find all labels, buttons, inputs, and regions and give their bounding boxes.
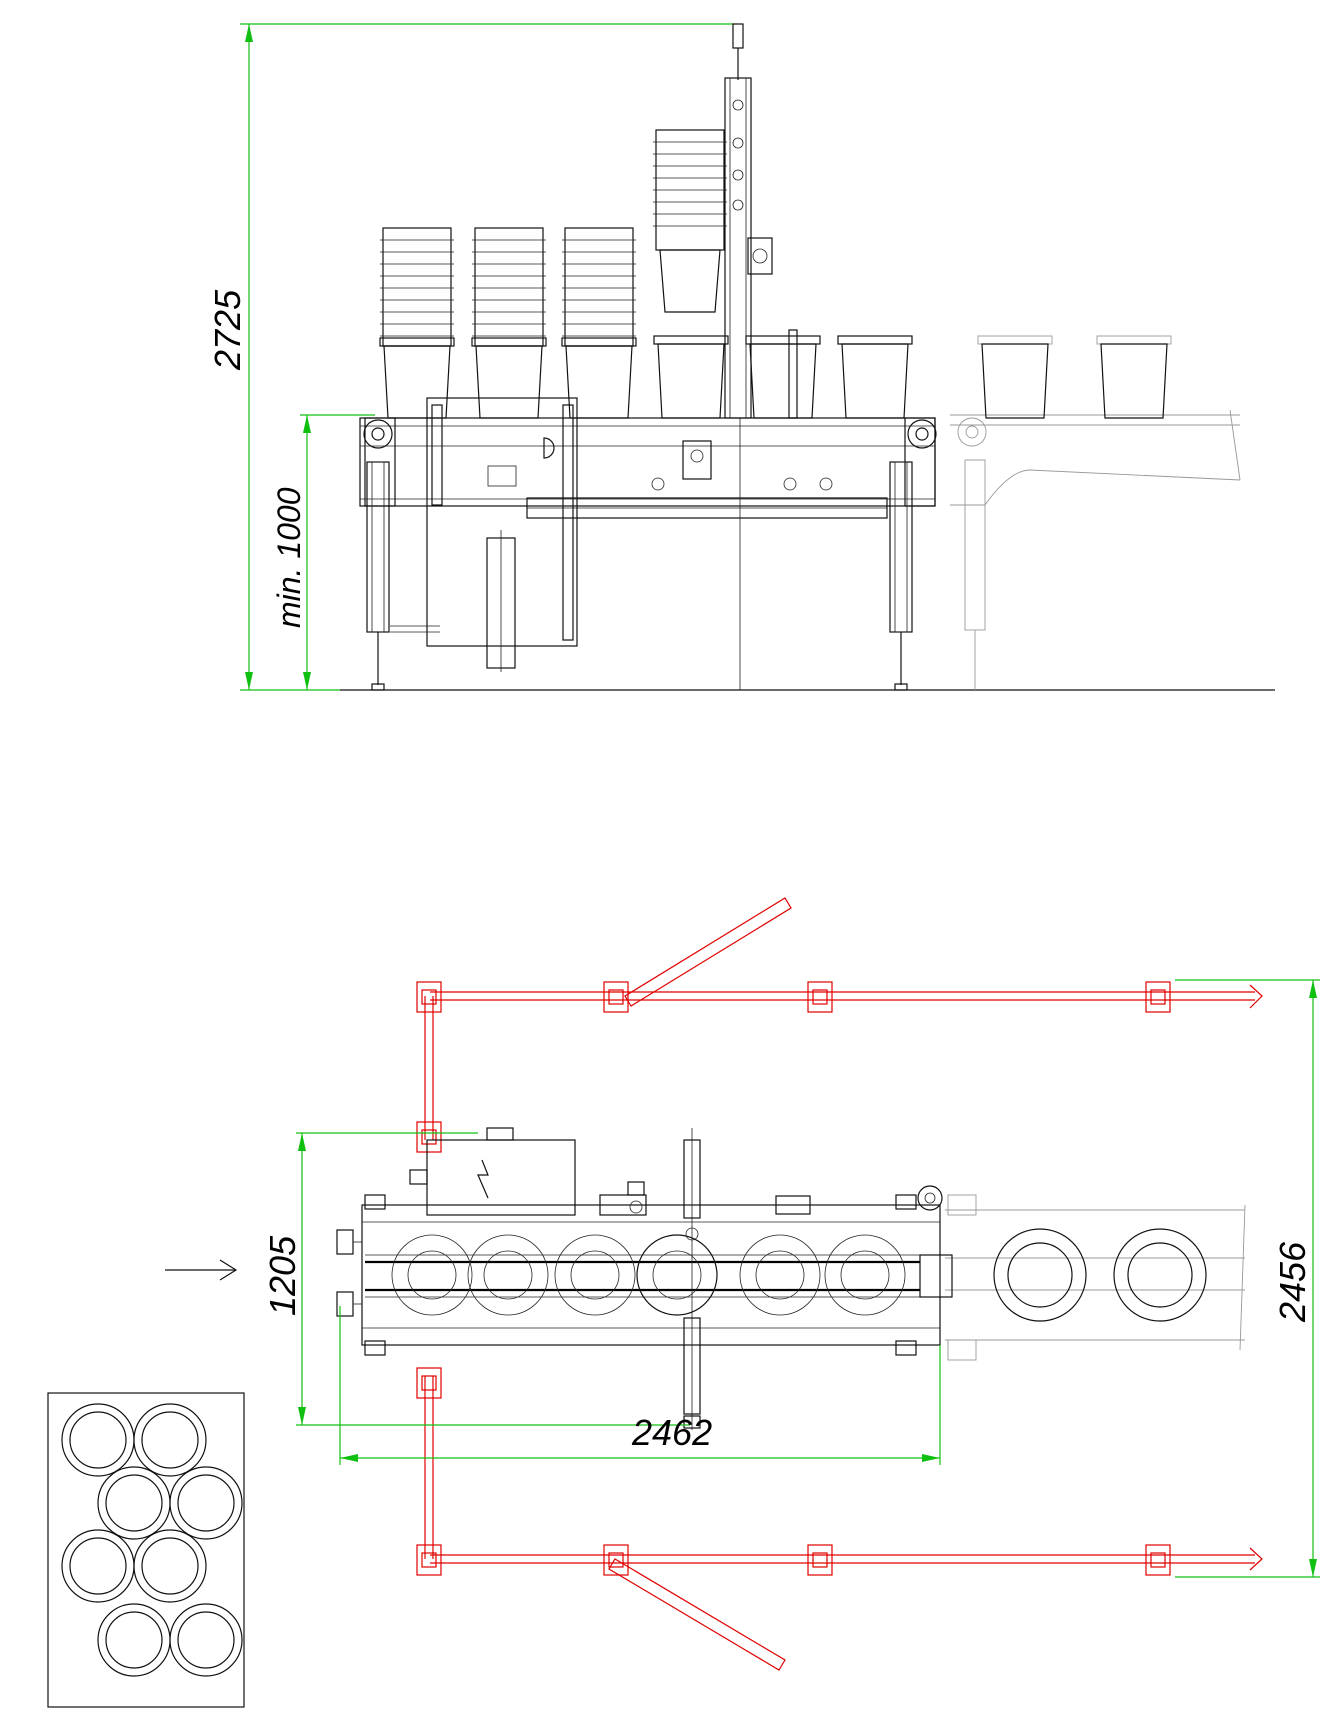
fence-post xyxy=(603,981,629,1013)
bucket-plan xyxy=(554,1234,636,1316)
lid-placer-column xyxy=(724,23,773,419)
bucket xyxy=(379,337,455,419)
side-elevation-view: 2725 min. 1000 xyxy=(207,23,1275,691)
fence-post xyxy=(1145,1544,1171,1576)
fence-post xyxy=(603,1544,629,1576)
safety-fence xyxy=(416,897,1263,1671)
detail-bucket xyxy=(169,1603,243,1677)
conveyor-frame-side xyxy=(359,417,937,690)
bucket-plan xyxy=(391,1234,473,1316)
bucket xyxy=(745,329,821,419)
min-height-label: min. 1000 xyxy=(271,487,307,628)
plan-width-label: 1205 xyxy=(262,1235,303,1316)
fence-post xyxy=(807,1544,833,1576)
fence-post xyxy=(416,1367,442,1399)
fence-post xyxy=(1145,981,1171,1013)
lid-stacks xyxy=(380,129,727,347)
detail-bucket xyxy=(133,1529,207,1603)
overall-width-dimension: 2456 xyxy=(1175,979,1320,1578)
lid-placer-arm-plan xyxy=(683,1128,701,1430)
bucket-plan xyxy=(467,1234,549,1316)
top-edge-modules xyxy=(599,1181,943,1216)
conveyor-legs-side xyxy=(366,461,913,691)
detail-bucket xyxy=(61,1529,135,1603)
bucket xyxy=(561,337,637,419)
plan-width-dimension: 1205 xyxy=(262,1132,690,1426)
bucket-plan xyxy=(636,1234,718,1316)
lid-stack-1 xyxy=(380,227,454,347)
total-height-dimension: 2725 xyxy=(207,23,735,691)
detail-bucket xyxy=(97,1466,171,1540)
lid-stack-2 xyxy=(472,227,546,347)
fence-post xyxy=(807,981,833,1013)
detail-bucket xyxy=(61,1403,135,1477)
downstream-conveyor-plan xyxy=(945,1194,1246,1361)
bucket xyxy=(977,335,1053,419)
control-cabinet xyxy=(409,1127,576,1216)
bucket xyxy=(1096,335,1172,419)
bucket-stacking-detail xyxy=(47,1392,245,1708)
buckets-side xyxy=(379,329,1172,419)
downstream-conveyor-side xyxy=(950,409,1241,690)
detail-bucket xyxy=(97,1603,171,1677)
bucket xyxy=(653,335,729,419)
lid-stack-4-raised xyxy=(653,129,727,313)
bucket xyxy=(837,335,913,419)
plan-view: 1205 2462 2456 xyxy=(165,897,1320,1671)
total-height-label: 2725 xyxy=(207,289,248,371)
flow-direction-arrow xyxy=(165,1259,238,1281)
plan-length-dimension: 2462 xyxy=(339,1306,941,1465)
overall-width-label: 2456 xyxy=(1272,1241,1313,1323)
fence-post xyxy=(416,981,442,1013)
fence-post xyxy=(416,1121,442,1153)
conveyor-frame-plan xyxy=(336,1194,953,1356)
plan-length-label: 2462 xyxy=(631,1412,712,1453)
lid-stack-3 xyxy=(562,227,636,347)
detail-bucket xyxy=(133,1403,207,1477)
min-height-dimension: min. 1000 xyxy=(271,414,375,690)
drive-housing-side xyxy=(390,397,578,672)
bucket-plan xyxy=(824,1234,906,1316)
detail-bucket xyxy=(169,1466,243,1540)
bucket-plan xyxy=(739,1234,821,1316)
fence-post xyxy=(416,1544,442,1576)
buckets-plan xyxy=(391,1234,906,1316)
bucket xyxy=(471,337,547,419)
